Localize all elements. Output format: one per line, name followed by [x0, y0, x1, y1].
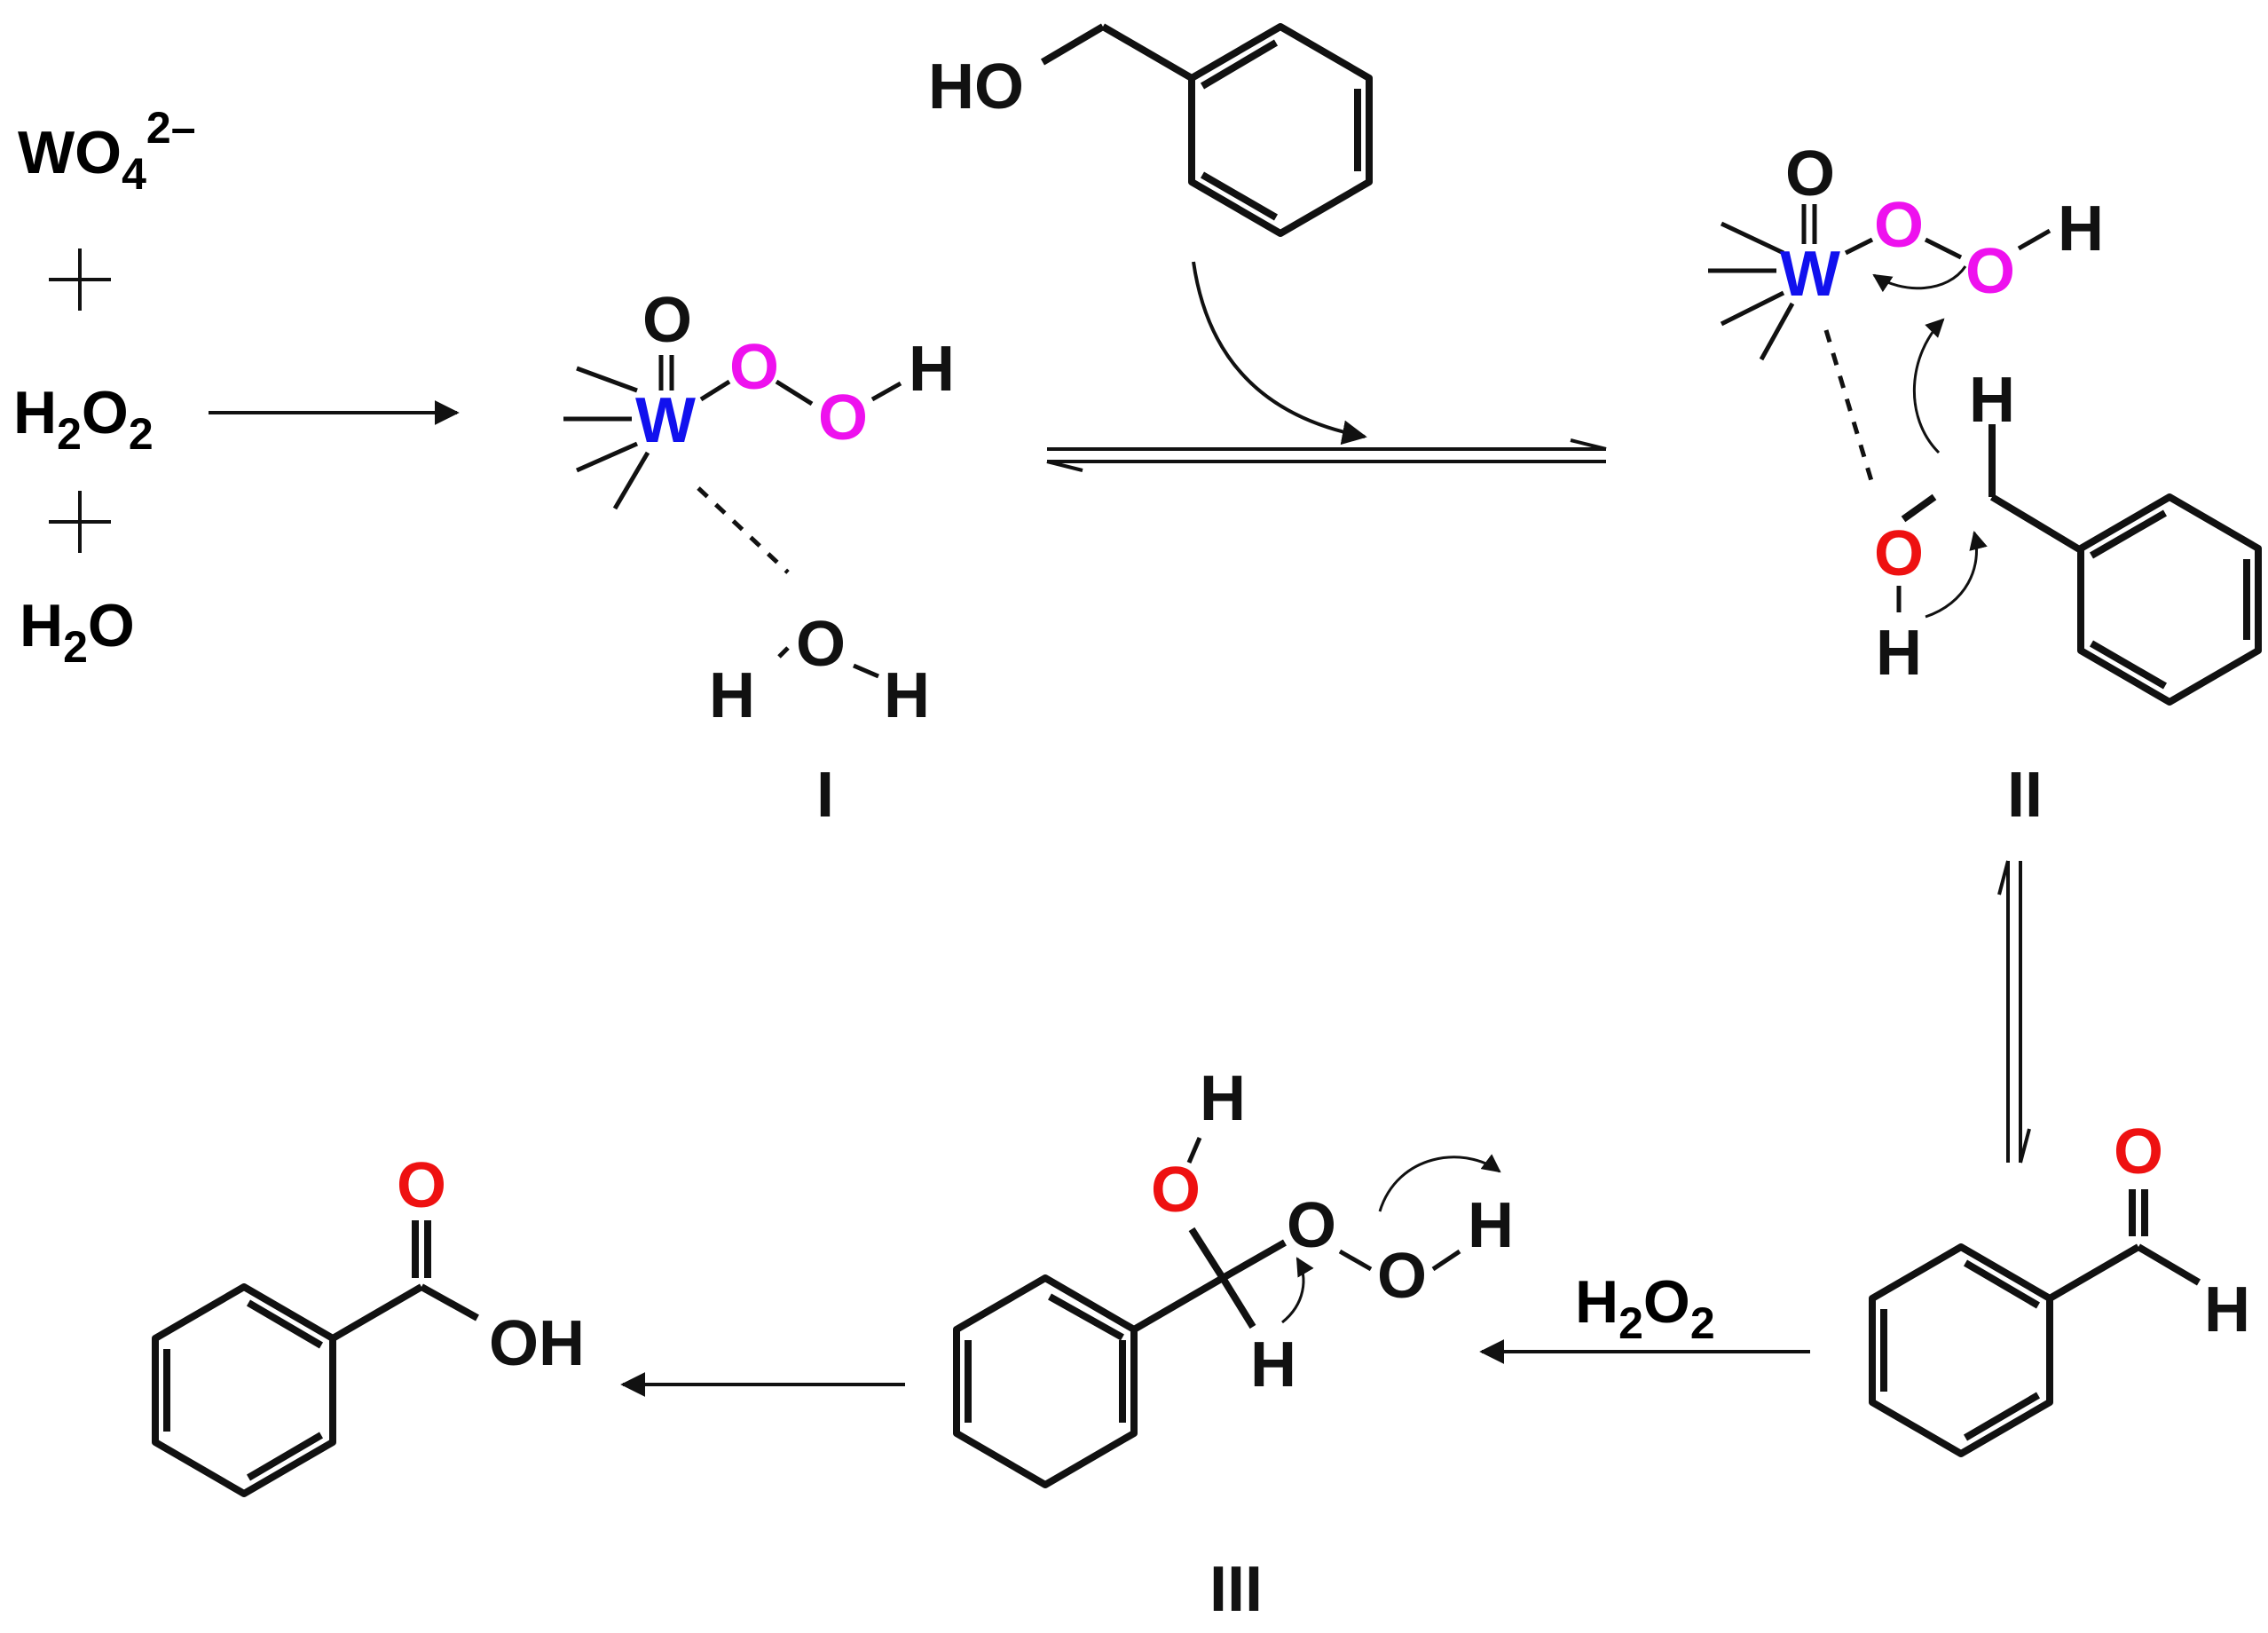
curved-arrow-oh-bond: [1925, 530, 1988, 619]
intermediate-1-label: I: [816, 760, 834, 831]
tungstate-label: WO42–: [18, 103, 196, 199]
carboxyl-hydroxyl: OH: [489, 1308, 585, 1379]
water-hydrogen-left: H: [709, 660, 755, 731]
peroxo-hydrogen: H: [2058, 193, 2104, 264]
water-hydrogen-right: H: [884, 660, 930, 731]
plus-sign-2: [49, 491, 111, 553]
intermediate-3-label: III: [1209, 1554, 1263, 1625]
benzaldehyde: O H: [1869, 1116, 2250, 1457]
equilibrium-1-2: [1046, 438, 1607, 472]
peroxo-oxygen-1: O: [1287, 1190, 1336, 1261]
carbonyl-oxygen: O: [397, 1150, 446, 1221]
water-label: H2O: [20, 592, 135, 672]
curved-arrow-ch-bond: [1281, 1257, 1314, 1324]
hydroxyl-oxygen: O: [1151, 1155, 1201, 1226]
water-oxygen: O: [796, 609, 846, 680]
benzoic-acid: O OH: [152, 1150, 585, 1497]
peroxo-hydrogen: H: [909, 334, 955, 405]
curved-arrow-w-peroxo: [1872, 265, 1967, 293]
intermediate-1: O W O O H O H H I: [563, 285, 955, 831]
step-reagent-peroxide: H2O2: [1575, 1268, 1715, 1348]
peroxo-oxygen-2: O: [1377, 1241, 1427, 1312]
curved-arrow-alkoxy-peroxo: [1913, 318, 1945, 454]
equilibrium-2-aldehyde: [1997, 860, 2031, 1164]
peroxo-oxygen-1: O: [1874, 190, 1924, 261]
intermediate-2-label: II: [2007, 760, 2043, 831]
benzyl-hydroxyl: HO: [928, 51, 1024, 122]
peroxo-hydrogen: H: [1468, 1190, 1514, 1261]
alkoxy-oxygen: O: [1874, 518, 1924, 589]
benzyl-alcohol: HO: [928, 23, 1373, 237]
oxo-oxygen: O: [1785, 138, 1835, 209]
carbinol-hydrogen: H: [1250, 1329, 1296, 1400]
peroxo-oxygen-1: O: [729, 332, 779, 403]
intermediate-3: H O O O H H III: [953, 1063, 1514, 1625]
carbinol-hydrogen: H: [1969, 365, 2015, 436]
aldehyde-hydrogen: H: [2204, 1274, 2250, 1345]
tungsten-atom: W: [1780, 239, 1840, 310]
peroxo-oxygen-2: O: [818, 383, 868, 454]
alkoxy-hydrogen: H: [1876, 618, 1922, 689]
benzyl-alcohol-entry-arrow: [1192, 261, 1367, 446]
tungsten-atom: W: [635, 385, 696, 456]
peroxo-oxygen-2: O: [1965, 236, 2015, 307]
curved-arrow-peroxo-cleavage: [1378, 1154, 1501, 1212]
hydroxyl-hydrogen: H: [1200, 1063, 1246, 1134]
reagents-group: WO42– H2O2 H2O: [13, 103, 196, 672]
intermediate-2: O W O O H H O H II: [1708, 138, 2262, 831]
oxo-oxygen: O: [642, 285, 692, 356]
hydrogen-peroxide-label: H2O2: [13, 379, 154, 459]
plus-sign-1: [49, 248, 111, 311]
carbonyl-oxygen: O: [2114, 1116, 2163, 1187]
